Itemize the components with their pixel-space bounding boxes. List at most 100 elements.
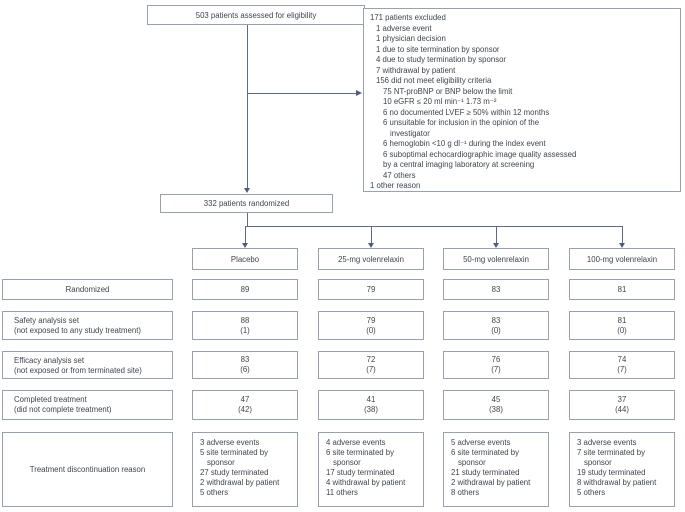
row-label-text: Safety analysis set xyxy=(14,316,80,325)
cell-paren: (7) xyxy=(617,365,627,374)
reason-item: 3 adverse events xyxy=(200,438,260,447)
cell-completed-50mg: 45 (38) xyxy=(443,390,549,420)
cell-efficacy-100mg: 74 (7) xyxy=(569,351,675,379)
connector-drop-placebo xyxy=(245,226,246,243)
arm-box-50mg: 50-mg volenrelaxin xyxy=(443,248,549,270)
cell-paren: (38) xyxy=(364,405,378,414)
reason-item: 5 others xyxy=(200,488,229,497)
row-label-safety: Safety analysis set (not exposed to any … xyxy=(2,311,173,340)
cell-value: 72 xyxy=(366,355,376,365)
arm-box-placebo: Placebo xyxy=(192,248,298,270)
cell-efficacy-placebo: 83 (6) xyxy=(192,351,298,379)
arrowhead-down-icon xyxy=(241,243,248,248)
excluded-line: by a central imaging laboratory at scree… xyxy=(383,160,535,169)
excluded-line: 1 due to site termination by sponsor xyxy=(376,44,500,54)
excluded-line: 4 due to study termination by sponsor xyxy=(376,55,507,64)
cell-randomized-50mg: 83 xyxy=(443,279,549,300)
reason-item: 4 withdrawal by patient xyxy=(326,478,406,487)
excluded-box: 171 patients excluded 1 adverse event 1 … xyxy=(363,8,681,192)
eligibility-box: 503 patients assessed for eligibility xyxy=(147,5,365,25)
cell-randomized-100mg: 81 xyxy=(569,279,675,300)
reason-item: 5 adverse events xyxy=(451,438,511,447)
row-label-completed: Completed treatment (did not complete tr… xyxy=(2,390,173,420)
cell-completed-100mg: 37 (44) xyxy=(569,390,675,420)
reason-item: 19 study terminated xyxy=(577,468,646,477)
connector-drop-25mg xyxy=(371,226,372,243)
cell-completed-25mg: 41 (38) xyxy=(318,390,424,420)
cell-value: 74 xyxy=(617,355,627,365)
cell-discontinuation-100mg: 3 adverse events 7 site terminated by sp… xyxy=(569,432,675,507)
cell-discontinuation-50mg: 5 adverse events 6 site terminated by sp… xyxy=(443,432,549,507)
reason-item: 2 withdrawal by patient xyxy=(451,478,531,487)
arm-box-100mg: 100-mg volenrelaxin xyxy=(569,248,675,270)
connector-split-horizontal xyxy=(245,226,623,227)
cell-safety-50mg: 83 (0) xyxy=(443,311,549,340)
reason-item: 21 study terminated xyxy=(451,468,520,477)
reason-item: 17 study terminated xyxy=(326,468,395,477)
cell-safety-placebo: 88 (1) xyxy=(192,311,298,340)
excluded-line: 171 patients excluded xyxy=(370,13,446,22)
reason-item: 3 adverse events xyxy=(577,438,637,447)
row-label-text: Completed treatment xyxy=(14,395,87,404)
cell-paren: (7) xyxy=(366,365,376,374)
row-label-efficacy: Efficacy analysis set (not exposed or fr… xyxy=(2,351,173,379)
cell-efficacy-50mg: 76 (7) xyxy=(443,351,549,379)
excluded-line: 1 adverse event xyxy=(376,23,432,33)
cell-value: 47 xyxy=(240,395,250,405)
arrowhead-down-icon xyxy=(618,243,625,248)
cell-value: 81 xyxy=(617,315,627,325)
reason-item: 8 withdrawal by patient xyxy=(577,478,657,487)
reason-item: 8 others xyxy=(451,488,480,497)
row-label-randomized: Randomized xyxy=(2,279,173,300)
cell-value: 83 xyxy=(491,315,501,325)
arrowhead-right-icon xyxy=(356,90,362,96)
arrowhead-down-icon xyxy=(243,188,250,193)
randomized-box: 332 patients randomized xyxy=(160,194,333,213)
reason-item: 5 site terminated by sponsor xyxy=(200,448,269,467)
connector-eligibility-randomized xyxy=(247,25,248,188)
reason-item: 11 others xyxy=(326,488,358,497)
arrowhead-down-icon xyxy=(492,243,499,248)
cell-paren: (0) xyxy=(491,325,501,335)
cell-value: 37 xyxy=(617,395,627,405)
connector-excluded-branch xyxy=(247,93,356,94)
cell-paren: (1) xyxy=(240,325,250,335)
cell-paren: (6) xyxy=(240,365,250,374)
excluded-line: 1 physician decision xyxy=(376,34,446,43)
cell-discontinuation-25mg: 4 adverse events 6 site terminated by sp… xyxy=(318,432,424,507)
cell-randomized-25mg: 79 xyxy=(318,279,424,300)
arm-box-25mg: 25-mg volenrelaxin xyxy=(318,248,424,270)
cell-paren: (42) xyxy=(238,405,252,414)
connector-drop-50mg xyxy=(496,226,497,243)
cell-safety-100mg: 81 (0) xyxy=(569,311,675,340)
excluded-line: 6 unsuitable for inclusion in the opinio… xyxy=(383,118,540,127)
reason-item: 6 site terminated by sponsor xyxy=(326,448,395,467)
excluded-line: 1 other reason xyxy=(370,181,421,190)
reason-item: 5 others xyxy=(577,488,606,497)
connector-drop-100mg xyxy=(622,226,623,243)
cell-discontinuation-placebo: 3 adverse events 5 site terminated by sp… xyxy=(192,432,298,507)
row-sublabel-text: (not exposed or from terminated site) xyxy=(14,366,142,375)
excluded-line: 75 NT-proBNP or BNP below the limit xyxy=(383,86,513,96)
excluded-line: 6 hemoglobin <10 g dl⁻¹ during the index… xyxy=(383,139,546,148)
row-label-text: Efficacy analysis set xyxy=(14,356,85,365)
excluded-line: 10 eGFR ≤ 20 ml min⁻¹ 1.73 m⁻² xyxy=(383,97,497,106)
cell-value: 41 xyxy=(366,395,376,405)
cell-efficacy-25mg: 72 (7) xyxy=(318,351,424,379)
cell-completed-placebo: 47 (42) xyxy=(192,390,298,420)
excluded-line: 6 suboptimal echocardiographic image qua… xyxy=(383,149,577,159)
cell-paren: (7) xyxy=(491,365,501,374)
excluded-line: 156 did not meet eligibility criteria xyxy=(376,76,492,85)
connector-randomized-split xyxy=(247,213,248,226)
cell-paren: (44) xyxy=(615,405,629,414)
reason-item: 2 withdrawal by patient xyxy=(200,478,280,487)
row-sublabel-text: (not exposed to any study treatment) xyxy=(14,326,141,335)
cell-value: 83 xyxy=(240,355,250,365)
cell-value: 79 xyxy=(366,315,376,325)
excluded-line: 47 others xyxy=(383,170,416,180)
cell-paren: (0) xyxy=(366,325,376,335)
excluded-line: 7 withdrawal by patient xyxy=(376,65,456,75)
arrowhead-down-icon xyxy=(367,243,374,248)
row-sublabel-text: (did not complete treatment) xyxy=(14,405,112,414)
